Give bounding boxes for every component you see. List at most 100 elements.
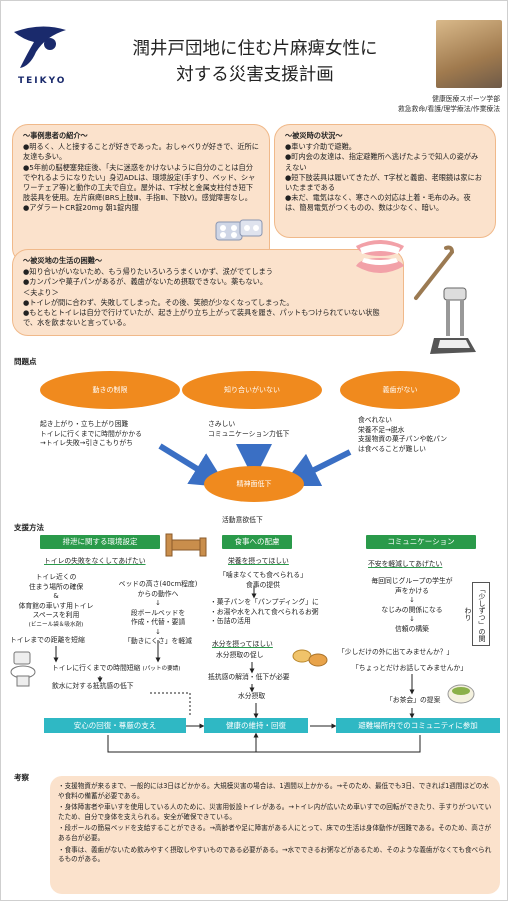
- title-line-1: 潤井戸団地に住む片麻痺女性に: [132, 39, 378, 59]
- bed-icon: [165, 533, 207, 557]
- col2-a-line: 「噛まなくても食べられる」: [219, 571, 307, 579]
- problem-3-line: は食べることが難しい: [358, 444, 426, 453]
- col2-b3: 水分摂取: [238, 692, 266, 700]
- trouble-box: ～被災地の生活の困難～ ●知り合いがいないため、もう帰りたいろいろうまくいかず、…: [12, 249, 404, 336]
- tea-cup-icon: [447, 684, 475, 704]
- col2-b2: 抵抗感の解消・低下が必要: [208, 673, 290, 681]
- disaster-heading: ～被災時の状況～: [285, 131, 343, 140]
- cane-icon: [414, 245, 455, 300]
- trouble-line: ●トイレが間に合わず、失敗してしまった。その後、笑顔が少なくなってしまった。: [23, 297, 294, 307]
- problems-label: 問題点: [14, 357, 37, 366]
- problem-2-line: コミュニケーション力低下: [208, 429, 290, 438]
- arrow-down-icon: ↓: [409, 615, 415, 623]
- support-meal-header: 食事への配慮: [222, 535, 292, 549]
- conclusion-box: ・支援物資が来るまで、一般的には3日ほどかかる。大規模災害の場合は、1週間以上か…: [50, 776, 500, 894]
- disaster-line: ●町内会の友達は、指定避難所へ逃げたようで知人の姿がみえない: [285, 152, 479, 172]
- support-excretion-header: 排泄に関する環境設定: [40, 535, 160, 549]
- col3-a-line: 毎回同じグループの学生が: [371, 577, 453, 585]
- title-line-2: 対する災害支援計画: [176, 65, 334, 85]
- col1-b-line: からの動作へ: [137, 589, 179, 598]
- col1-c1-text: トイレに行くまでの時間短縮: [52, 664, 141, 672]
- col1-b-line: 作成・代替・要請: [130, 618, 186, 626]
- problem-mental-decline: 精神面低下: [204, 466, 304, 502]
- conclusion-item: ・食事は、義歯がないため飲みやすく摂取しやすいものである必要がある。→水でできる…: [58, 845, 492, 864]
- col2-a-line: ・菓子パンを「パンプディング」に: [210, 598, 319, 606]
- disaster-line: ●短下肢装具は履いてきたが、T字杖と義歯、老眼鏡は家においたままである: [285, 172, 482, 193]
- trouble-line: ＜夫より＞: [23, 287, 59, 297]
- col2-b-sub: 水分を摂ってほしい: [212, 640, 273, 648]
- affiliation-line-1: 健康医療スポーツ学部: [432, 95, 500, 103]
- outcome-dignity: 安心の回復・尊厳の支え: [44, 718, 186, 733]
- teikyo-logo-icon: [14, 26, 66, 69]
- problem-3-text: 食べれない 栄養不足→脱水 支援物資の菓子パンや乾パン は食べることが難しい: [358, 416, 447, 454]
- col1-a7: トイレまでの距離を短縮: [10, 636, 85, 644]
- affiliation-line-2: 救急救命/看護/理学療法/作業療法: [397, 105, 500, 113]
- case-box: ～事例患者の紹介～ ●明るく、人と接することが好きであった。おしゃべりが好きで、…: [12, 124, 270, 264]
- problem-3-line: 食べれない: [358, 416, 392, 424]
- case-line: ●5年前の脳梗塞発症後、「夫に迷惑をかけないように自分のことは自分でやれるように…: [23, 162, 256, 203]
- col3-b1: 「少しだけの外に出てみませんか？」: [338, 648, 454, 656]
- col2-a-head: 「噛まなくても食べられる」 食事の提供: [208, 571, 318, 590]
- col1-a-line: &: [53, 592, 59, 600]
- col1-a: トイレ近くの 住まう場所の確保 & 体育館の車いす用トイレ スペースを利用 (ビ…: [8, 573, 104, 630]
- gradual-involvement-label: 「少しずつ」の関わり: [464, 582, 490, 646]
- disaster-line: ●車いす介助で避難。: [285, 142, 356, 152]
- problem-2-text: さみしい コミュニケーション力低下: [208, 420, 289, 439]
- outcome-health: 健康の維持・回復: [204, 718, 308, 733]
- col3-sub: 不安を軽減してあげたい: [368, 560, 443, 568]
- trouble-line: ●知り合いがいないため、もう帰りたいろいろうまくいかず、涙がでてしまう: [23, 267, 273, 277]
- food-bowls-icon: [292, 649, 328, 667]
- case-heading: ～事例患者の紹介～: [23, 131, 88, 140]
- conclusion-item: ・支援物資が来るまで、一般的には3日ほどかかる。大規模災害の場合は、1週間以上か…: [58, 782, 489, 800]
- problem-1-text: 起き上がり・立ち上がり困難 トイレに行くまでに時間がかかる →トイレ失敗→引きこ…: [40, 420, 142, 449]
- col1-b-line: ベッドの高さ(40cm程度): [118, 580, 198, 588]
- col1-c1: トイレに行くまでの時間短縮 (パットの要請): [52, 664, 180, 675]
- col1-c2: 飲水に対する抵抗感の低下: [52, 682, 134, 690]
- trouble-heading: ～被災地の生活の困難～: [23, 256, 103, 265]
- outcome-community: 避難場所内でのコミュニティに参加: [336, 718, 500, 733]
- problem-no-denture: 義歯がない: [340, 371, 460, 409]
- col1-c1b-text: (パットの要請): [142, 666, 181, 672]
- pills-icon: [215, 219, 263, 241]
- leg-brace-icon: [430, 287, 476, 354]
- page-title: 潤井戸団地に住む片麻痺女性に 対する災害支援計画: [90, 36, 420, 88]
- arrow-down-icon: ↓: [409, 596, 415, 604]
- trouble-line: ●もともとトイレは自分で行けていたが、起き上がり立ち上がって装具を履き、パットも…: [23, 308, 380, 328]
- disaster-box: ～被災時の状況～ ●車いす介助で避難。 ●町内会の友達は、指定避難所へ逃げたよう…: [274, 124, 496, 238]
- elderly-couple-photo: [436, 20, 502, 88]
- col3-a-line: 信頼の構築: [395, 624, 429, 633]
- trouble-line: ●カンパンや菓子パンがあるが、義歯がないため摂取できない。薬もない。: [23, 277, 268, 287]
- problem-activity-decline: 活動意欲低下: [222, 516, 263, 524]
- toilet-icon: [10, 651, 36, 687]
- case-line: ●アダラートCR錠20mg 朝1錠内服: [23, 203, 139, 213]
- col1-a-line: 体育館の車いす用トイレ: [18, 601, 94, 610]
- col1-a-line: スペースを利用: [32, 611, 80, 619]
- col1-a-line: 住まう場所の確保: [28, 582, 84, 591]
- arrow-down-icon: ↓: [155, 627, 161, 636]
- problem-movement: 動きの制限: [40, 371, 180, 409]
- conclusion-item: ・段ボールの簡易ベッドを支給することができる。→高齢者や足に障害がある人にとって…: [58, 824, 492, 842]
- problem-1-line: トイレに行くまでに時間がかかる: [40, 429, 142, 438]
- col3-a-line: なじみの関係になる: [381, 605, 443, 614]
- case-line: ●明るく、人と接することが好きであった。おしゃべりが好きで、近所に友達も多い。: [23, 142, 259, 162]
- col3-a: 毎回同じグループの学生が 声をかける ↓ なじみの関係になる ↓ 信頼の構築: [352, 577, 472, 634]
- logo-text: TEIKYO: [18, 76, 67, 86]
- col2-sub: 栄養を摂ってほしい: [228, 557, 289, 565]
- denture-icon: [356, 240, 404, 273]
- conclusion-item: ・身体障害者や車いすを使用している人のために、災害用仮設トイレがある。→トイレ内…: [58, 803, 492, 821]
- col1-a-line: トイレ近くの: [35, 573, 77, 581]
- col2-a-line: ・お湯や水を入れて食べられるお粥: [210, 607, 319, 616]
- support-communication-header: コミュニケーション: [366, 535, 476, 549]
- problem-2-line: さみしい: [208, 420, 236, 428]
- arrow-down-icon: ↓: [155, 599, 161, 607]
- col2-a-line: ・缶詰の活用: [210, 617, 251, 625]
- problem-1-line: 起き上がり・立ち上がり困難: [40, 420, 129, 428]
- col1-a-line: (ビニール袋＆吸水剤): [28, 621, 84, 628]
- col2-a-list: ・菓子パンを「パンプディング」に ・お湯や水を入れて食べられるお粥 ・缶詰の活用: [210, 598, 319, 627]
- disaster-line: ●未だ、電気はなく、寒さへの対応は上着・毛布のみ。夜は、簡易電気がつくものの、数…: [285, 193, 471, 213]
- col1-sub: トイレの失敗をなくしてあげたい: [44, 557, 146, 565]
- col1-b-line: 段ボールベッドを: [130, 608, 186, 617]
- affiliation: 健康医療スポーツ学部 救急救命/看護/理学療法/作業療法: [330, 94, 500, 114]
